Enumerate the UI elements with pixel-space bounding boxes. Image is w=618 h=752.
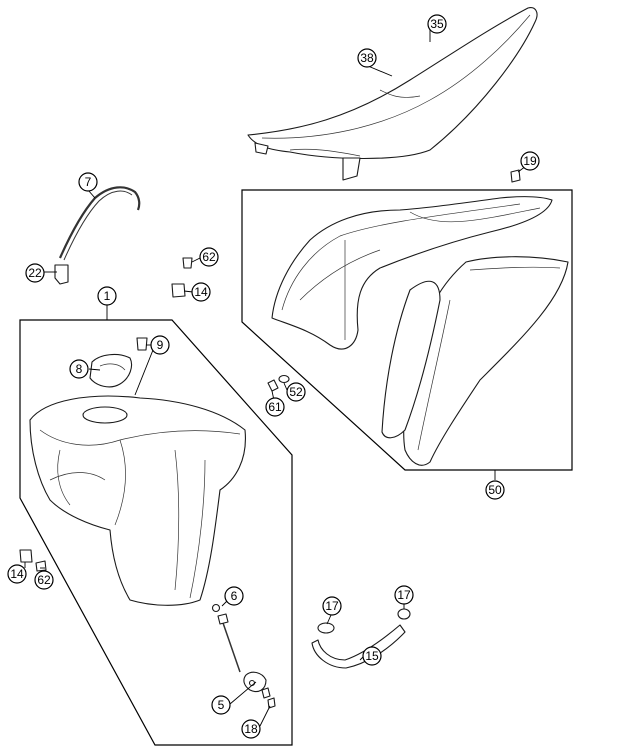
bolt-part-19: [510, 169, 521, 183]
callout-7-label: 7: [85, 175, 92, 189]
fuel-tank-group-frame: [19, 319, 293, 746]
fuel-tap-assembly: [211, 603, 276, 709]
callout-15: 15: [362, 646, 382, 666]
seat: [247, 7, 538, 181]
fuel-tank: [29, 395, 246, 606]
callout-19-label: 19: [523, 154, 537, 168]
callout-22-label: 22: [28, 266, 42, 280]
callout-18: 18: [241, 719, 261, 739]
callout-18-label: 18: [244, 722, 258, 736]
callout-62-lower: 62: [34, 570, 54, 590]
leader-lines: [24, 30, 527, 727]
callout-17-right: 17: [394, 585, 414, 605]
callout-38: 38: [357, 48, 377, 68]
tank-cap: [136, 337, 148, 351]
callout-9-label: 9: [157, 338, 164, 352]
callout-61: 61: [265, 397, 285, 417]
fuel-hose: [58, 186, 141, 261]
nut-part-14-lower: [19, 549, 33, 563]
callout-62-lower-label: 62: [37, 573, 51, 587]
callout-17-left-label: 17: [325, 599, 339, 613]
screw-part-62-upper: [182, 257, 193, 269]
callout-5-label: 5: [218, 698, 225, 712]
callout-62-upper: 62: [199, 247, 219, 267]
callout-38-label: 38: [360, 51, 374, 65]
screw-part-62-lower: [35, 560, 47, 572]
callout-22: 22: [25, 263, 45, 283]
callout-15-label: 15: [365, 649, 379, 663]
callout-17-left: 17: [322, 596, 342, 616]
callout-14-lower-label: 14: [10, 567, 24, 581]
callout-6: 6: [224, 586, 244, 606]
callout-14-lower: 14: [7, 564, 27, 584]
callout-19: 19: [520, 151, 540, 171]
callout-17-right-label: 17: [397, 588, 411, 602]
left-spoiler: [271, 196, 553, 350]
callout-62-upper-label: 62: [202, 250, 216, 264]
callout-6-label: 6: [231, 589, 238, 603]
callout-61-label: 61: [268, 400, 282, 414]
callout-8-label: 8: [76, 362, 83, 376]
callout-5: 5: [211, 695, 231, 715]
spoiler-group-frame: [241, 189, 573, 471]
callout-7: 7: [78, 172, 98, 192]
callout-9: 9: [150, 335, 170, 355]
callout-35: 35: [427, 14, 447, 34]
hose-fitting: [54, 264, 69, 285]
nut-part-14-upper: [171, 283, 186, 298]
callout-50: 50: [485, 480, 505, 500]
callout-35-label: 35: [430, 17, 444, 31]
bolt-washer-61-52: [267, 374, 290, 392]
callout-14-upper-label: 14: [194, 285, 208, 299]
callout-52: 52: [286, 382, 306, 402]
callout-1: 1: [97, 286, 117, 306]
callout-52-label: 52: [289, 385, 303, 399]
callout-14-upper: 14: [191, 282, 211, 302]
vent-hose: [311, 608, 411, 669]
callout-50-label: 50: [488, 483, 502, 497]
fuel-pump-part-8: [89, 353, 133, 388]
callout-1-label: 1: [104, 289, 111, 303]
callout-8: 8: [69, 359, 89, 379]
right-spoiler: [381, 256, 569, 466]
